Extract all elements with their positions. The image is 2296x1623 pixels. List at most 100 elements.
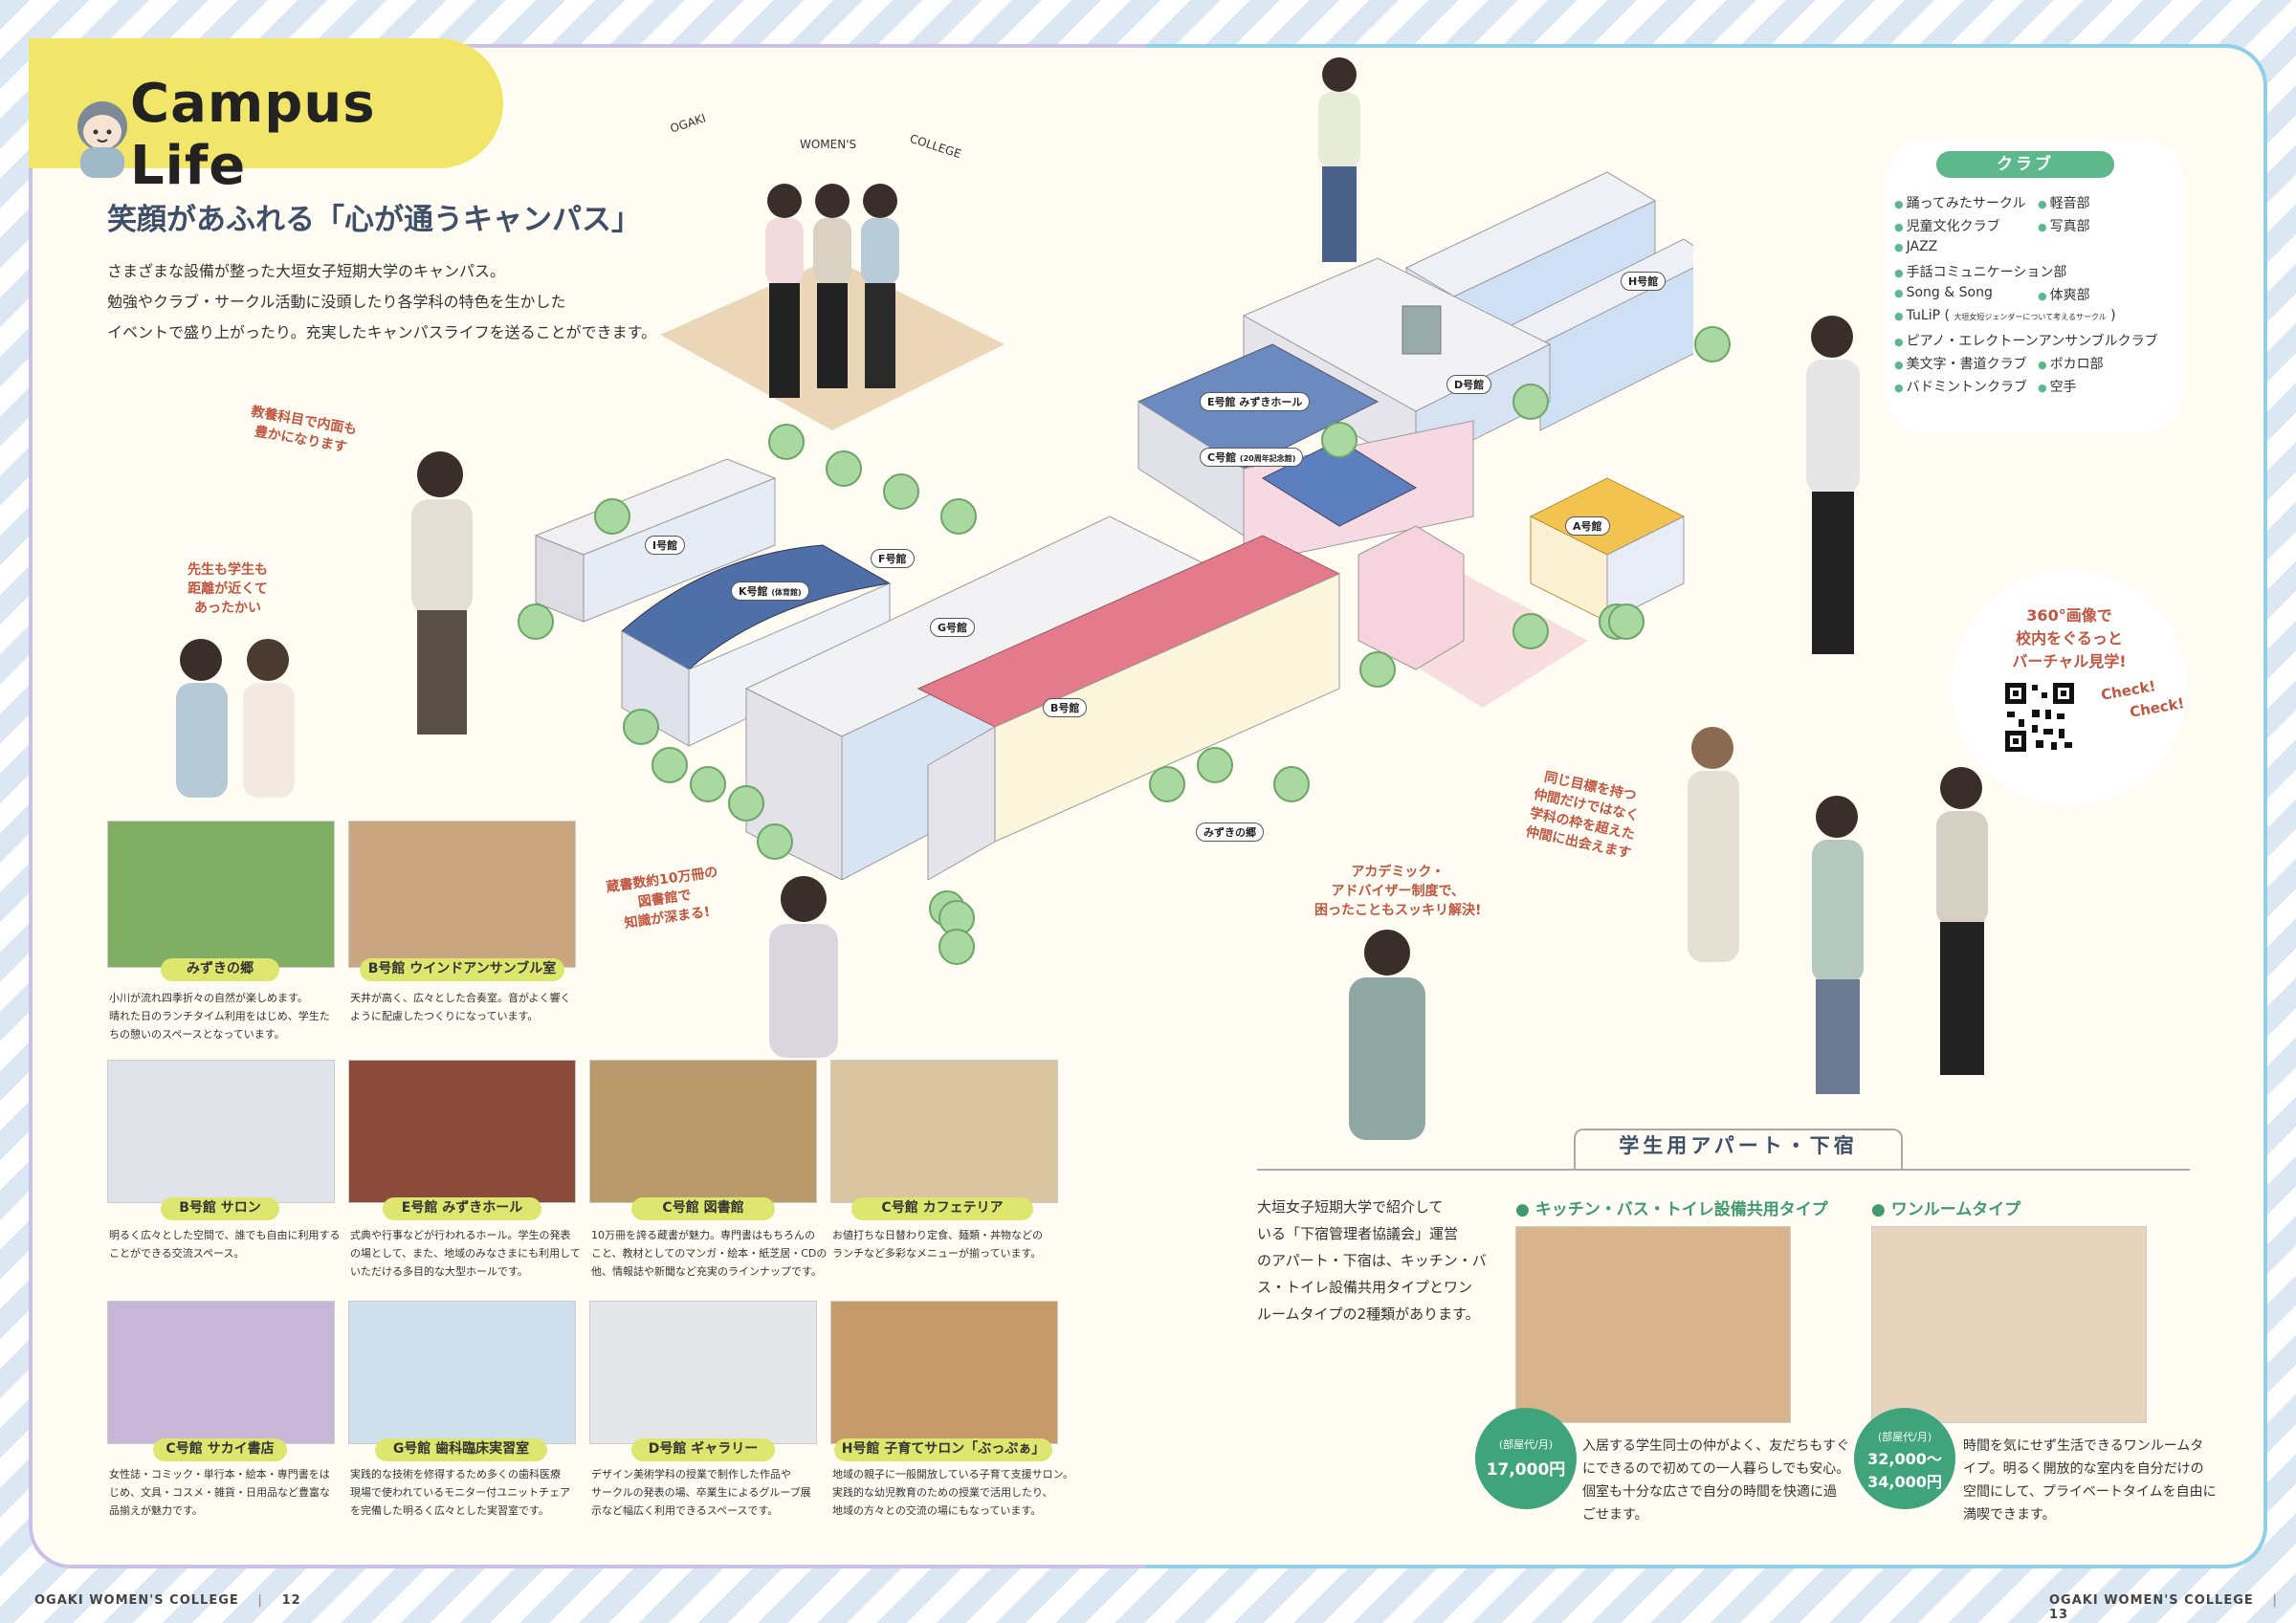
desc-line: ことができる交流スペース。	[109, 1247, 245, 1260]
desc-line: 小川が流れ四季折々の自然が楽しめます。	[109, 992, 308, 1004]
apartment-intro: 大垣女子短期大学で紹介して いる「下宿管理者協議会」運営 のアパート・下宿は、キ…	[1257, 1194, 1487, 1327]
photo-oneroom	[1871, 1226, 2147, 1423]
label-g-building: G号館	[930, 618, 976, 637]
desc-hall: 式典や行事などが行われるホール。学生の発表 の場として、また、地域のみなさまにも…	[350, 1226, 581, 1281]
oneroom-desc: 時間を気にせず生活できるワンルームタ イプ。明るく開放的な室内を自分だけの 空間…	[1963, 1435, 2217, 1526]
desc-line: ちの憩いのスペースとなっています。	[109, 1028, 285, 1041]
apartment-section	[1257, 1169, 2190, 1524]
caption-hall: E号館 みずきホール	[383, 1197, 541, 1220]
desc-library: 10万冊を誇る蔵書が魅力。専門書はもちろんの こと、教材としてのマンガ・絵本・紙…	[591, 1226, 827, 1281]
desc-line: 実践的な技術を修得するため多くの歯科医療	[350, 1468, 561, 1480]
callout-line: 先生も学生も	[188, 562, 268, 578]
desc-line: 実践的な幼児教育のための授業で活用したり、	[832, 1486, 1053, 1499]
qr-code-icon[interactable]	[2003, 681, 2076, 754]
intro-line: 大垣女子短期大学で紹介して	[1257, 1198, 1444, 1216]
tour-line: バーチャル見学!	[2012, 652, 2127, 670]
shared-price: 17,000円	[1486, 1460, 1566, 1480]
callout-line: 距離が近くて	[188, 581, 268, 597]
label-e-building: E号館 みずきホール	[1200, 392, 1311, 411]
club-list-box: クラブ 踊ってみたサークル 軽音部 児童文化クラブ 写真部 JAZZ 手話コミュ…	[1887, 140, 2183, 432]
desc-kids-salon: 地域の親子に一般開放している子育て支援サロン。 実践的な幼児教育のための授業で活…	[832, 1465, 1073, 1520]
desc-line: こと、教材としてのマンガ・絵本・紙芝居・CDの	[591, 1247, 828, 1260]
label-mizuki: みずきの郷	[1196, 822, 1264, 842]
students-pair	[176, 639, 295, 798]
club-item: Song & Song	[1894, 285, 1993, 300]
page-number-right: 13	[2049, 1608, 2069, 1622]
tour-line: 360°画像で	[2026, 606, 2112, 625]
desc-line: 時間を気にせず生活できるワンルームタ	[1963, 1438, 2204, 1454]
desc-line: 10万冊を誇る蔵書が魅力。専門書はもちろんの	[591, 1229, 815, 1241]
photo-mizuki	[107, 821, 335, 968]
desc-line: 現場で使われているモニター付ユニットチェア	[350, 1486, 571, 1499]
club-item: 児童文化クラブ	[1894, 216, 2000, 235]
caption-wind-ensemble: B号館 ウインドアンサンブル室	[360, 958, 564, 981]
label-d-building: D号館	[1446, 375, 1492, 394]
club-item: 踊ってみたサークル	[1894, 193, 2026, 212]
page-title: Campus Life	[130, 73, 376, 197]
student-jumping	[1318, 57, 1360, 262]
shared-type-heading: ● キッチン・バス・トイレ設備共用タイプ	[1515, 1200, 1828, 1219]
intro-line: のアパート・下宿は、キッチン・バ	[1257, 1252, 1487, 1269]
label-a-building: A号館	[1565, 516, 1610, 536]
desc-line: いただける多目的な大型ホールです。	[350, 1265, 528, 1278]
desc-line: にできるので初めての一人暮らしでも安心。	[1582, 1461, 1850, 1477]
photo-wind-ensemble	[348, 821, 576, 968]
students-club-group	[1688, 727, 1988, 1094]
callout-teachers: 先生も学生も 距離が近くて あったかい	[188, 560, 268, 618]
club-item: 写真部	[2038, 216, 2090, 235]
caption-dental-lab: G号館 歯科臨床実習室	[375, 1438, 547, 1461]
desc-salon: 明るく広々とした空間で、誰でも自由に利用する ことができる交流スペース。	[109, 1226, 341, 1262]
caption-gallery: D号館 ギャラリー	[631, 1438, 775, 1461]
label-h-building: H号館	[1621, 272, 1667, 291]
callout-line: アドバイザー制度で、	[1331, 884, 1465, 899]
callout-line: あったかい	[194, 601, 261, 616]
desc-line: お値打ちな日替わり定食、麺類・丼物などの	[832, 1229, 1043, 1241]
lead-line: イベントで盛り上がったり。充実したキャンパスライフを送ることができます。	[107, 323, 657, 341]
desc-line: デザイン美術学科の授業で制作した作品や	[591, 1468, 791, 1480]
callout-advisor: アカデミック・ アドバイザー制度で、 困ったこともスッキリ解決!	[1314, 863, 1481, 920]
desc-line: 地域の親子に一般開放している子育て支援サロン。	[832, 1468, 1074, 1480]
desc-line: 天井が高く、広々とした合奏室。音がよく響く	[350, 992, 571, 1004]
photo-kids-salon	[830, 1301, 1058, 1444]
intro-line: ルームタイプの2種類があります。	[1257, 1305, 1480, 1323]
desc-gallery: デザイン美術学科の授業で制作した作品や サークルの発表の場、卒業生によるグループ…	[591, 1465, 811, 1520]
label-k-name: K号館	[739, 585, 768, 598]
photo-cafeteria	[830, 1060, 1058, 1203]
club-item: 体爽部	[2038, 285, 2090, 304]
shared-desc: 入居する学生同士の仲がよく、友だちもすぐ にできるので初めての一人暮らしでも安心…	[1582, 1435, 1849, 1526]
desc-line: 明るく広々とした空間で、誰でも自由に利用する	[109, 1229, 341, 1241]
tour-line: 校内をぐるっと	[2016, 629, 2123, 647]
label-k-building: K号館 (体育館)	[731, 581, 809, 601]
club-item: 手話コミュニケーション部	[1894, 262, 2067, 281]
desc-line: 個室も十分な広さで自分の時間を快適に過	[1582, 1484, 1837, 1500]
desc-bookstore: 女性誌・コミック・単行本・絵本・専門書をは じめ、文具・コスメ・雑貨・日用品など…	[109, 1465, 330, 1520]
student-standing	[1806, 316, 1860, 654]
intro-line: ス・トイレ設備共用タイプとワン	[1257, 1279, 1473, 1296]
caption-mizuki: みずきの郷	[161, 958, 279, 981]
photo-library	[589, 1060, 817, 1203]
label-c-sub: (20周年記念館)	[1239, 454, 1296, 463]
club-item: JAZZ	[1894, 239, 1938, 254]
shared-type-title: キッチン・バス・トイレ設備共用タイプ	[1534, 1200, 1828, 1219]
desc-line: 入居する学生同士の仲がよく、友だちもすぐ	[1582, 1438, 1850, 1454]
caption-cafeteria: C号館 カフェテリア	[851, 1197, 1033, 1220]
desc-line: ごせます。	[1582, 1507, 1648, 1523]
desc-line: の場として、また、地域のみなさまにも利用して	[350, 1247, 581, 1260]
oneroom-type-title: ワンルームタイプ	[1890, 1200, 2021, 1219]
student-waving	[1349, 930, 1425, 1140]
club-item: ピアノ・エレクトーンアンサンブルクラブ	[1894, 331, 2158, 350]
oneroom-price-2: 34,000円	[1867, 1473, 1942, 1491]
lead-line: さまざまな設備が整った大垣女子短期大学のキャンパス。	[107, 262, 506, 280]
desc-mizuki: 小川が流れ四季折々の自然が楽しめます。 晴れた日のランチタイム利用をはじめ、学生…	[109, 989, 330, 1043]
desc-line: イプ。明るく開放的な室内を自分だけの	[1963, 1461, 2204, 1477]
desc-line: 式典や行事などが行われるホール。学生の発表	[350, 1229, 571, 1241]
caption-salon: B号館 サロン	[161, 1197, 279, 1220]
title-banner: Campus Life	[29, 38, 503, 197]
desc-line: 地域の方々との交流の場にもなっています。	[832, 1504, 1042, 1517]
club-note: 大垣女短ジェンダーについて考えるサークル	[1954, 313, 2107, 321]
desc-line: ランチなど多彩なメニューが揃っています。	[832, 1247, 1042, 1260]
label-f-building: F号館	[871, 549, 915, 568]
desc-cafeteria: お値打ちな日替わり定食、麺類・丼物などの ランチなど多彩なメニューが揃っています…	[832, 1226, 1043, 1262]
desc-line: サークルの発表の場、卒業生によるグループ展	[591, 1486, 811, 1499]
desc-wind-ensemble: 天井が高く、広々とした合奏室。音がよく響く ように配慮したつくりになっています。	[350, 989, 570, 1025]
